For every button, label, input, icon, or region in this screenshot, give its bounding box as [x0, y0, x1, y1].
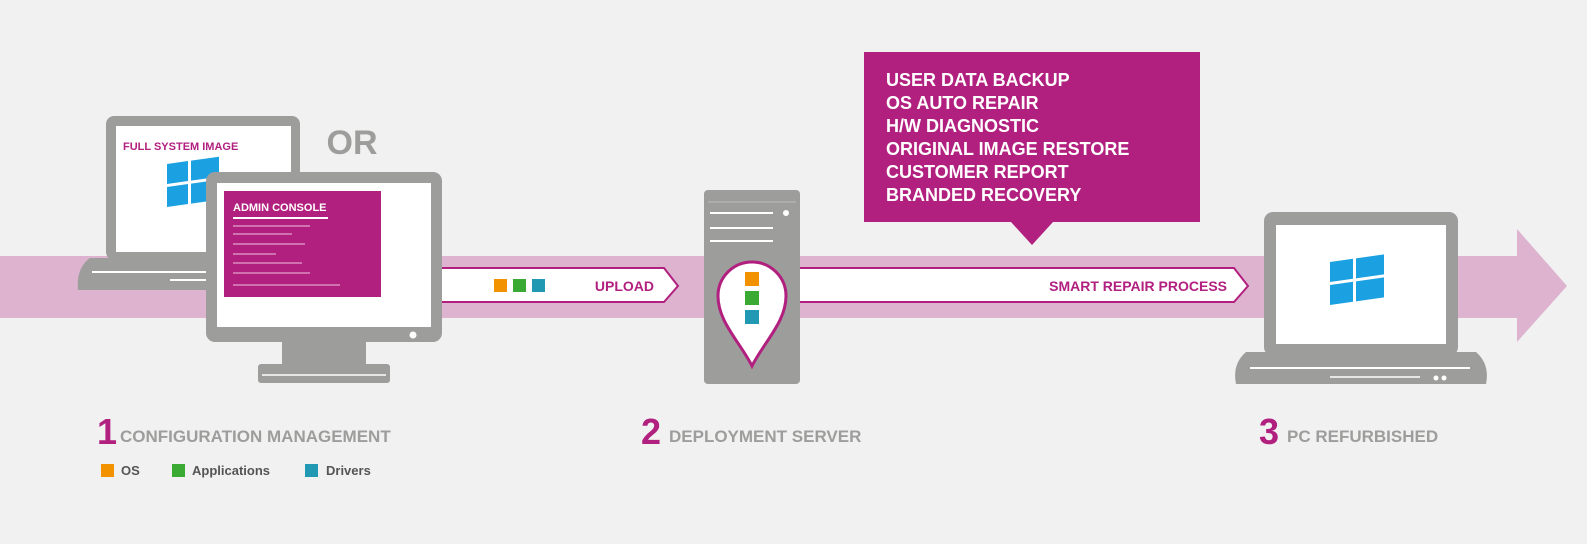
admin-console-title: ADMIN CONSOLE: [233, 202, 327, 214]
legend-swatch-drivers: [305, 464, 318, 477]
step-2: 2 DEPLOYMENT SERVER: [641, 411, 861, 452]
legend: OS Applications Drivers: [101, 463, 371, 478]
service-item: ORIGINAL IMAGE RESTORE: [886, 139, 1129, 159]
legend-label-os: OS: [121, 463, 140, 478]
step-label: PC REFURBISHED: [1287, 427, 1438, 446]
windows-logo-icon: [1330, 254, 1384, 305]
step-1: 1 CONFIGURATION MANAGEMENT: [97, 411, 391, 452]
step-label: CONFIGURATION MANAGEMENT: [120, 427, 391, 446]
drivers-square-icon: [532, 279, 545, 292]
applications-square-icon: [513, 279, 526, 292]
refurbished-laptop-device: [1235, 212, 1487, 384]
step-number: 1: [97, 411, 117, 452]
os-square-icon: [494, 279, 507, 292]
smart-repair-arrow: SMART REPAIR PROCESS: [789, 267, 1250, 303]
legend-swatch-applications: [172, 464, 185, 477]
or-label: OR: [327, 124, 378, 162]
step-label: DEPLOYMENT SERVER: [669, 427, 861, 446]
map-pin-icon: [716, 260, 788, 370]
service-item: OS AUTO REPAIR: [886, 93, 1039, 113]
step-3: 3 PC REFURBISHED: [1259, 411, 1438, 452]
service-item: BRANDED RECOVERY: [886, 185, 1081, 205]
legend-label-drivers: Drivers: [326, 463, 371, 478]
legend-label-applications: Applications: [192, 463, 270, 478]
full-system-image-label: FULL SYSTEM IMAGE: [123, 141, 238, 153]
service-item: CUSTOMER REPORT: [886, 162, 1069, 182]
services-callout: USER DATA BACKUP OS AUTO REPAIR H/W DIAG…: [864, 52, 1200, 245]
legend-swatch-os: [101, 464, 114, 477]
upload-label: UPLOAD: [595, 278, 654, 294]
service-item: H/W DIAGNOSTIC: [886, 116, 1039, 136]
step-number: 3: [1259, 411, 1279, 452]
step-number: 2: [641, 411, 661, 452]
upload-arrow: UPLOAD: [429, 267, 680, 303]
deployment-server-device: [704, 190, 800, 384]
desktop-monitor-device: ADMIN CONSOLE: [206, 172, 442, 383]
service-item: USER DATA BACKUP: [886, 70, 1070, 90]
smart-repair-label: SMART REPAIR PROCESS: [1049, 278, 1227, 294]
